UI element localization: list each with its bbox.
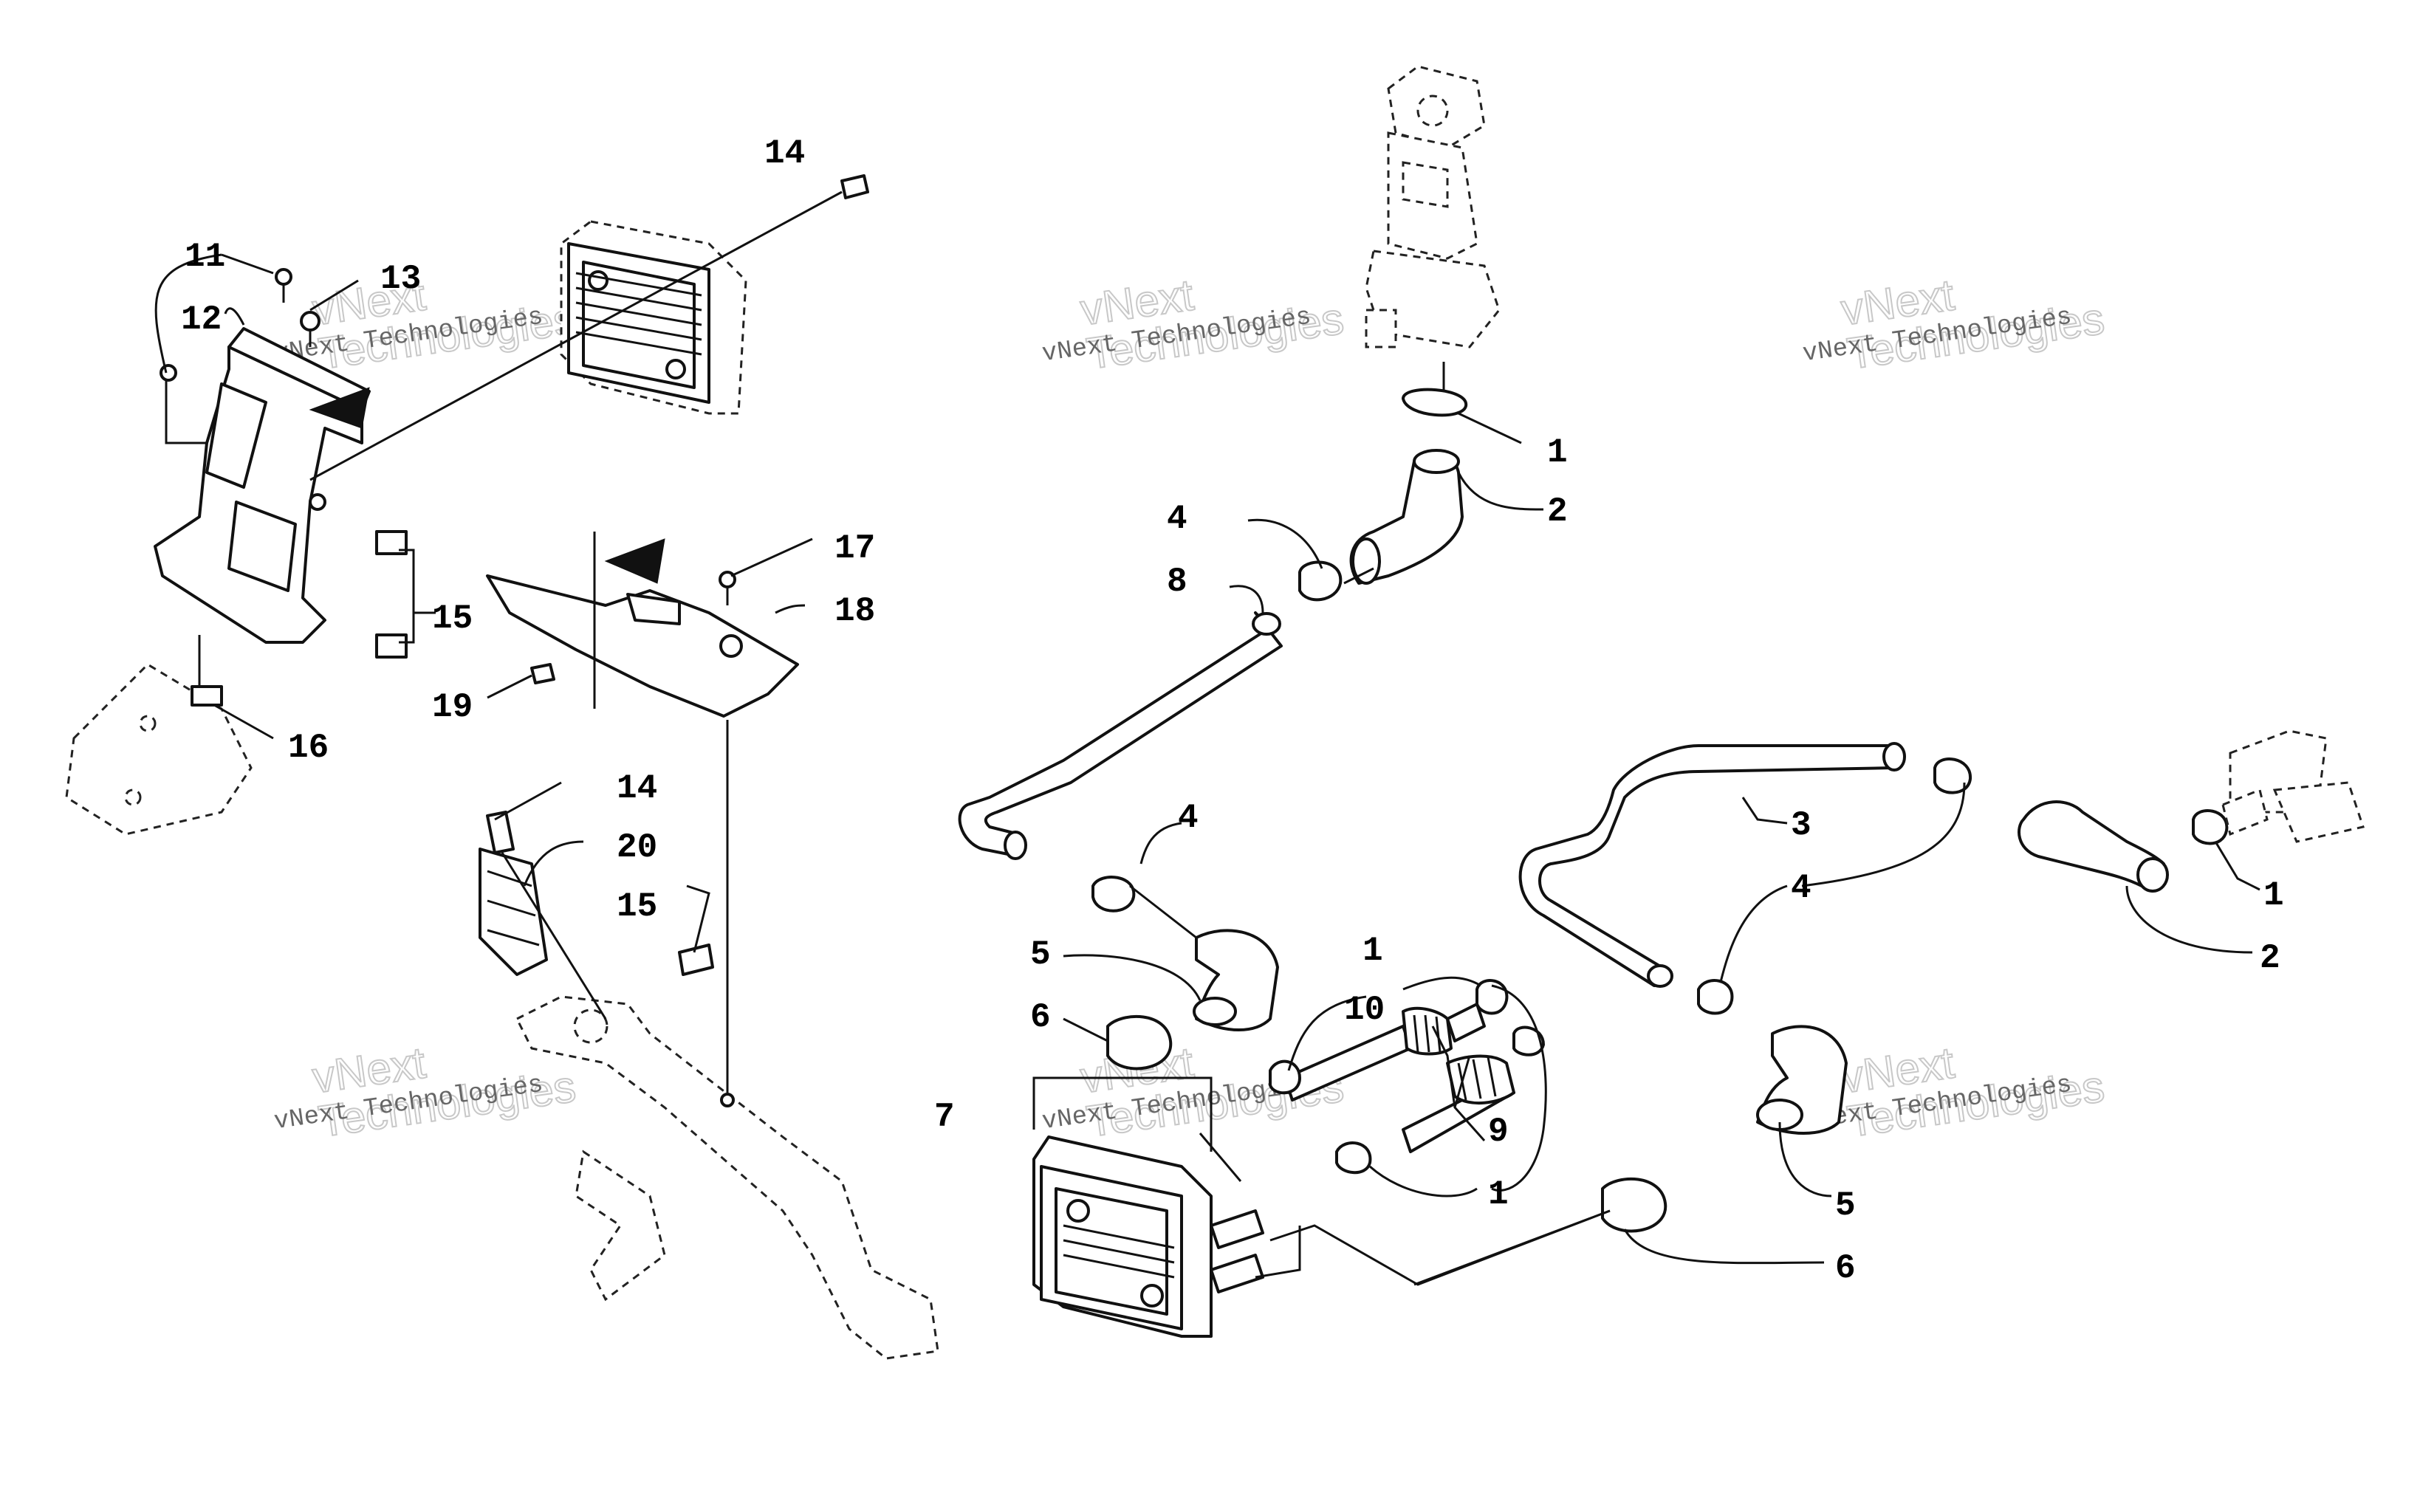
clamp-4-right-low xyxy=(1697,979,1734,1015)
callout-13: 13 xyxy=(380,260,421,298)
upper-oil-cooler-ghost xyxy=(560,220,747,415)
clip-15b xyxy=(375,633,408,659)
nut-19 xyxy=(530,663,555,684)
callout-1-right: 1 xyxy=(2263,876,2284,915)
callout-14b: 14 xyxy=(617,769,657,808)
callout-5-right: 5 xyxy=(1835,1186,1856,1225)
callout-5-left: 5 xyxy=(1030,935,1051,974)
callout-18: 18 xyxy=(834,592,875,630)
screw-14-bottom xyxy=(486,811,515,854)
callout-1-top: 1 xyxy=(1547,433,1568,472)
callout-9: 9 xyxy=(1488,1113,1509,1151)
hose-9 xyxy=(1402,1054,1515,1153)
clip-15a xyxy=(375,530,408,555)
callout-1-low: 1 xyxy=(1488,1175,1509,1214)
hose-3 xyxy=(1518,744,1896,987)
callout-6-left: 6 xyxy=(1030,998,1051,1037)
hose-10 xyxy=(1283,1003,1486,1102)
clamp-1-right xyxy=(2192,809,2229,845)
callout-15: 15 xyxy=(432,599,473,638)
hose-8 xyxy=(958,611,1283,858)
bracket-20 xyxy=(479,848,548,976)
clamp-1-top xyxy=(1402,388,1468,417)
clamp-4-top xyxy=(1298,560,1343,602)
callout-2-top: 2 xyxy=(1547,492,1568,531)
callout-20: 20 xyxy=(617,828,657,867)
callout-16: 16 xyxy=(288,729,329,767)
screw-17 xyxy=(719,571,736,605)
mounting-bracket xyxy=(154,327,371,644)
callout-15b: 15 xyxy=(617,887,657,926)
tee-fitting xyxy=(2221,729,2365,843)
screw-14-top xyxy=(840,174,869,199)
clamp-1-d xyxy=(1335,1141,1372,1175)
screw-11a xyxy=(275,268,292,303)
clamp-1-c xyxy=(1512,1025,1545,1056)
clamp-4-right-top xyxy=(1933,757,1972,794)
callout-10: 10 xyxy=(1344,991,1385,1029)
screw-11b xyxy=(160,364,177,382)
arrow-marker-bracket xyxy=(309,387,370,429)
callout-12: 12 xyxy=(181,300,222,339)
callout-8: 8 xyxy=(1167,563,1187,601)
frame-ghost-lower xyxy=(515,995,939,1360)
clamp-4-mid xyxy=(1091,876,1136,913)
callout-14: 14 xyxy=(764,134,805,173)
callout-3: 3 xyxy=(1791,806,1811,845)
screw-13 xyxy=(300,311,321,347)
clamp-6-right xyxy=(1601,1177,1667,1233)
clip-16 xyxy=(191,685,223,707)
frame-ghost-left xyxy=(65,663,253,836)
callout-6-right: 6 xyxy=(1835,1249,1856,1288)
callout-19: 19 xyxy=(432,688,473,726)
clamp-1-a xyxy=(1269,1059,1301,1095)
thermostat-housing xyxy=(1365,65,1501,348)
callout-1-mid: 1 xyxy=(1362,932,1383,970)
arrow-marker-shield xyxy=(604,538,665,584)
clip-15c xyxy=(678,944,714,976)
callout-4-mid: 4 xyxy=(1178,799,1199,837)
heat-shield xyxy=(486,574,799,718)
callout-4-top: 4 xyxy=(1167,500,1187,538)
callout-11: 11 xyxy=(185,238,225,276)
callout-2-right: 2 xyxy=(2260,939,2280,977)
callout-7: 7 xyxy=(934,1098,955,1136)
callout-4-right: 4 xyxy=(1791,869,1811,907)
oil-cooler xyxy=(1032,1135,1264,1338)
callout-labels: 14 11 13 12 15 16 17 18 19 14 20 15 1 2 … xyxy=(181,134,2284,1288)
callout-17: 17 xyxy=(834,529,875,568)
clamp-6-left xyxy=(1106,1014,1173,1071)
